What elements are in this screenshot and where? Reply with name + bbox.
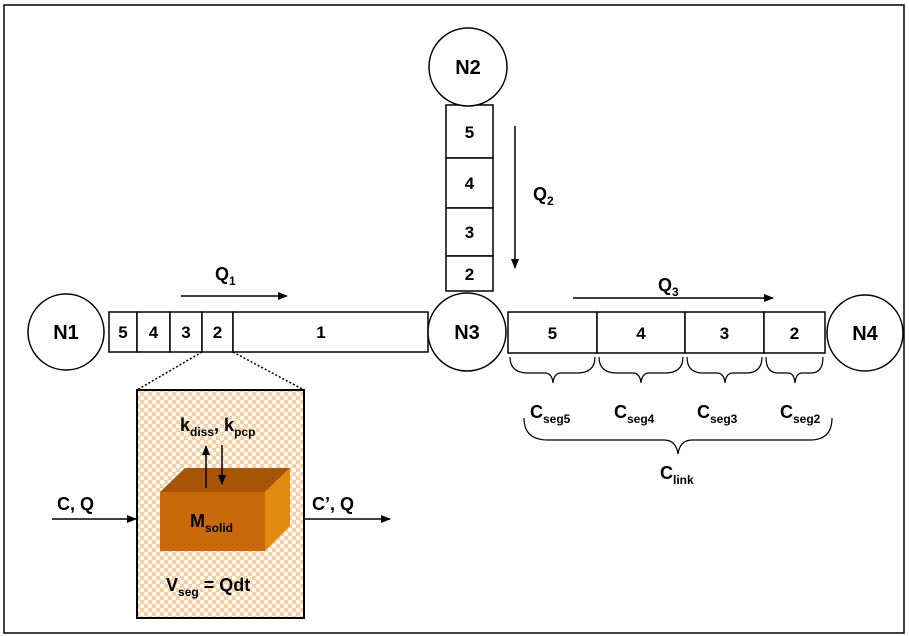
pipe-segment-5 xyxy=(108,311,138,353)
segment-label: 1 xyxy=(316,323,325,342)
segment-label: 4 xyxy=(636,324,646,343)
node-circle xyxy=(428,27,508,107)
zoom-line-left xyxy=(136,351,203,391)
node-circle xyxy=(826,294,904,372)
node-label: N1 xyxy=(53,322,79,344)
node-n2: N2 xyxy=(428,27,508,107)
segment-label: 5 xyxy=(465,123,474,142)
concentration-label-seg5: Cseg5 xyxy=(530,402,571,426)
node-label: N2 xyxy=(455,57,481,79)
zoom-line-right xyxy=(232,351,305,391)
pipe-n2-n3: 5 4 3 2 xyxy=(445,104,494,292)
solid-block-front xyxy=(160,492,265,551)
outflow-label: C’, Q xyxy=(312,494,354,514)
rate-constants-label: kdiss, kpcp xyxy=(180,415,255,439)
pipe-segment-2 xyxy=(445,255,494,292)
flow-q1: Q1 xyxy=(181,264,288,300)
segment-label: 2 xyxy=(790,324,799,343)
segment-label: 2 xyxy=(213,323,222,342)
node-label: N3 xyxy=(454,322,480,344)
solid-mass-label: Msolid xyxy=(190,511,233,535)
segment-volume-label: Vseg = Qdt xyxy=(166,575,250,599)
brace-seg3 xyxy=(686,356,763,384)
brace-seg5 xyxy=(509,356,596,384)
flow-label: Q3 xyxy=(658,275,679,299)
pipe-segment-3 xyxy=(445,207,494,257)
brace-seg2 xyxy=(765,356,824,384)
segment-label: 4 xyxy=(465,174,475,193)
pipe-segment-1 xyxy=(232,311,429,353)
pipe-segment-3 xyxy=(684,311,765,354)
node-n4: N4 xyxy=(826,294,904,372)
node-n1: N1 xyxy=(27,293,105,371)
concentration-label-link: Clink xyxy=(660,463,694,487)
concentration-label-seg2: Cseg2 xyxy=(780,402,821,426)
pipe-segment-4 xyxy=(136,311,171,353)
pipe-segment-2 xyxy=(763,311,826,354)
flow-q2: Q2 xyxy=(511,126,554,269)
segment-label: 4 xyxy=(149,323,159,342)
inflow-label: C, Q xyxy=(57,494,94,514)
segment-label: 3 xyxy=(465,223,474,242)
segment-braces xyxy=(509,356,833,455)
node-n3: N3 xyxy=(427,292,507,372)
flow-label: Q1 xyxy=(215,264,236,288)
pipe-segment-5 xyxy=(507,311,598,354)
concentration-label-seg4: Cseg4 xyxy=(614,402,655,426)
segment-detail-box: Msolid kdiss, kpcp Vseg = Qdt xyxy=(136,389,305,619)
segment-label: 5 xyxy=(118,323,127,342)
flow-label: Q2 xyxy=(533,184,554,208)
solid-block-side xyxy=(265,468,290,551)
node-label: N4 xyxy=(852,323,878,345)
flow-q3: Q3 xyxy=(573,275,774,302)
pipe-n1-n3: 5 4 3 2 1 xyxy=(108,311,429,353)
segment-label: 5 xyxy=(548,324,557,343)
segment-label: 3 xyxy=(181,323,190,342)
brace-seg4 xyxy=(598,356,684,384)
concentration-label-seg3: Cseg3 xyxy=(697,402,738,426)
segment-label: 2 xyxy=(465,265,474,284)
node-circle xyxy=(27,293,105,371)
brace-link xyxy=(523,417,833,455)
node-circle xyxy=(427,292,507,372)
pipe-segment-5 xyxy=(445,104,494,159)
pipe-n3-n4: 5 4 3 2 xyxy=(507,311,826,354)
segment-label: 3 xyxy=(720,324,729,343)
pipe-segment-2 xyxy=(201,311,234,353)
